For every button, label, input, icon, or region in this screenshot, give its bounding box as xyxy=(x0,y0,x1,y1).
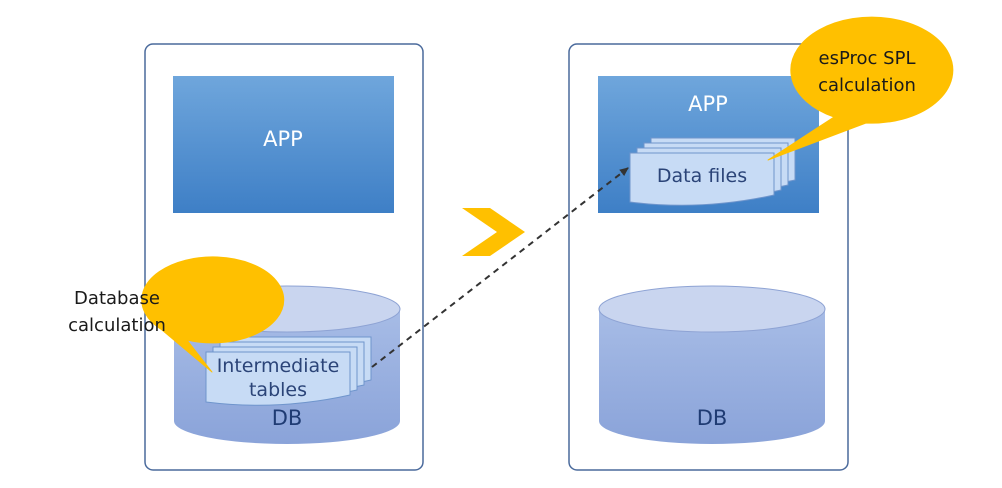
database-calculation-text: Database calculation xyxy=(47,285,187,339)
database-calculation-callout xyxy=(141,256,285,373)
data-files-label: Data files xyxy=(656,165,748,187)
after-db-label: DB xyxy=(696,406,728,430)
after-db-cylinder xyxy=(598,285,826,444)
chevron-right-icon xyxy=(462,208,525,256)
intermediate-tables-label: Intermediate tables xyxy=(206,354,350,402)
before-db-label: DB xyxy=(271,406,303,430)
intermediate-tables-label-line2: tables xyxy=(248,379,308,401)
before-app-label: APP xyxy=(263,127,303,151)
esproc-spl-calculation-text-line2: calculation xyxy=(818,75,916,96)
intermediate-tables-stack xyxy=(205,336,372,406)
esproc-spl-calculation-text-line1: esProc SPL xyxy=(818,48,916,69)
esproc-spl-calculation-text: esProc SPL calculation xyxy=(792,45,942,99)
database-calculation-text-line2: calculation xyxy=(68,315,166,336)
esproc-spl-calculation-callout xyxy=(767,16,954,161)
data-files-stack xyxy=(629,137,796,206)
before-app-block xyxy=(173,76,394,213)
database-calculation-text-line1: Database xyxy=(74,288,160,309)
after-app-label: APP xyxy=(688,92,728,116)
intermediate-tables-label-line1: Intermediate xyxy=(216,355,340,377)
